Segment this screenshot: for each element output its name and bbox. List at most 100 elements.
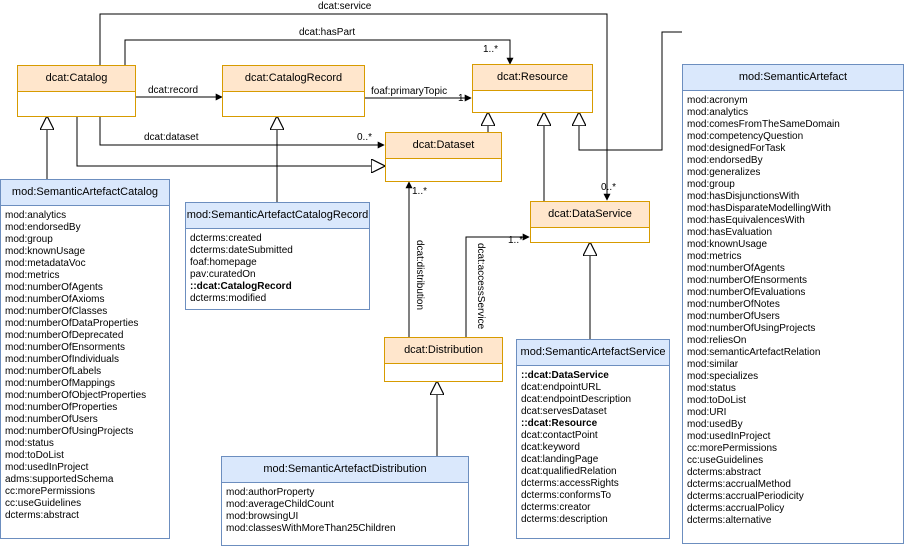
- service-multiplicity: 0..*: [601, 182, 616, 193]
- class-semantic-artefact-catalog-name: mod:SemanticArtefactCatalog: [1, 180, 169, 206]
- attribute-item: mod:status: [687, 383, 736, 394]
- class-semantic-artefact-service-name: mod:SemanticArtefactService: [517, 340, 669, 366]
- attribute-item: mod:metrics: [687, 251, 742, 262]
- attribute-item: dcterms:abstract: [5, 510, 79, 521]
- attribute-item: mod:numberOfAgents: [687, 263, 785, 274]
- attribute-item: mod:metadataVoc: [5, 258, 86, 269]
- service-connector: [99, 13, 611, 201]
- class-data-service-name: dcat:DataService: [531, 202, 649, 228]
- attribute-item: mod:numberOfIndividuals: [5, 354, 119, 365]
- attribute-item: mod:numberOfNotes: [687, 299, 780, 310]
- attribute-item: dcat:landingPage: [521, 454, 599, 465]
- distribution-multiplicity: 1..*: [412, 186, 427, 197]
- attribute-item: mod:numberOfLabels: [5, 366, 102, 377]
- attribute-item: dcterms:modified: [190, 293, 267, 304]
- attribute-item: mod:numberOfDeprecated: [5, 330, 124, 341]
- attribute-item: mod:numberOfDataProperties: [5, 318, 139, 329]
- access-service-label: dcat:accessService: [475, 243, 486, 330]
- attribute-item: foaf:homepage: [190, 257, 257, 268]
- attribute-item: mod:endorsedBy: [5, 222, 81, 233]
- attribute-item: dcterms:dateSubmitted: [190, 245, 293, 256]
- attribute-item: mod:comesFromTheSameDomain: [687, 119, 840, 130]
- attribute-item: dcat:qualifiedRelation: [521, 466, 617, 477]
- attribute-item: mod:metrics: [5, 270, 60, 281]
- class-catalog-name: dcat:Catalog: [18, 66, 135, 92]
- attribute-item: cc:morePermissions: [5, 486, 96, 497]
- class-semantic-artefact-service[interactable]: mod:SemanticArtefactService ::dcat:DataS…: [516, 339, 670, 539]
- attribute-item: mod:hasEquivalencesWith: [687, 215, 805, 226]
- class-data-service[interactable]: dcat:DataService: [530, 201, 650, 243]
- sa-resource-inheritance: [579, 31, 682, 151]
- attribute-item: mod:hasEvaluation: [687, 227, 773, 238]
- attribute-item: dcat:servesDataset: [521, 406, 607, 417]
- attribute-item: mod:averageChildCount: [226, 499, 334, 510]
- attribute-item: mod:analytics: [5, 210, 67, 221]
- attribute-item: mod:group: [5, 234, 53, 245]
- class-catalog-record[interactable]: dcat:CatalogRecord: [222, 65, 365, 117]
- attribute-item: mod:toDoList: [5, 450, 64, 461]
- attribute-item: mod:numberOfProperties: [5, 402, 118, 413]
- primary-topic-multiplicity: 1: [458, 93, 464, 104]
- attribute-item: dcterms:accrualPolicy: [687, 503, 785, 514]
- attribute-item: mod:classesWithMoreThan25Children: [226, 523, 396, 534]
- attribute-item: mod:numberOfUsingProjects: [687, 323, 816, 334]
- attribute-item: mod:knownUsage: [687, 239, 768, 250]
- attribute-item: dcterms:accessRights: [521, 478, 619, 489]
- has-part-connector: [124, 39, 514, 65]
- class-resource[interactable]: dcat:Resource: [472, 64, 593, 113]
- attribute-item: mod:numberOfEvaluations: [687, 287, 806, 298]
- attribute-item: mod:numberOfClasses: [5, 306, 108, 317]
- service-label: dcat:service: [318, 1, 372, 12]
- class-semantic-artefact-catalog-record[interactable]: mod:SemanticArtefactCatalogRecord dcterm…: [185, 202, 370, 310]
- attribute-item: ::dcat:Resource: [521, 418, 598, 429]
- attribute-item: dcat:contactPoint: [521, 430, 598, 441]
- attribute-item: mod:numberOfUsers: [687, 311, 780, 322]
- class-distribution-name: dcat:Distribution: [385, 338, 502, 364]
- primary-topic-label: foaf:primaryTopic: [371, 86, 447, 97]
- class-catalog[interactable]: dcat:Catalog: [17, 65, 136, 117]
- class-dataset[interactable]: dcat:Dataset: [385, 132, 502, 182]
- attribute-item: mod:numberOfObjectProperties: [5, 390, 147, 401]
- access-service-connector: [465, 233, 530, 337]
- attribute-item: dcterms:description: [521, 514, 608, 525]
- attribute-item: mod:URI: [687, 407, 727, 418]
- attribute-item: pav:curatedOn: [190, 269, 256, 280]
- attribute-item: mod:reliesOn: [687, 335, 747, 346]
- attribute-item: mod:competencyQuestion: [687, 131, 804, 142]
- attribute-item: cc:useGuidelines: [5, 498, 82, 509]
- class-semantic-artefact-name: mod:SemanticArtefact: [683, 65, 903, 91]
- attribute-item: mod:authorProperty: [226, 487, 315, 498]
- attribute-item: dcat:endpointDescription: [521, 394, 632, 405]
- attribute-item: dcterms:accrualMethod: [687, 479, 791, 490]
- attribute-item: mod:numberOfUsingProjects: [5, 426, 134, 437]
- class-semantic-artefact-catalog[interactable]: mod:SemanticArtefactCatalog mod:analytic…: [0, 179, 170, 539]
- attribute-item: mod:numberOfMappings: [5, 378, 116, 389]
- class-dataset-name: dcat:Dataset: [386, 133, 501, 159]
- attribute-item: mod:analytics: [687, 107, 749, 118]
- diagram-connectors: dcat:service dcat:hasPart dcat:record fo…: [0, 1, 682, 456]
- attribute-item: mod:endorsedBy: [687, 155, 763, 166]
- record-label: dcat:record: [148, 85, 198, 96]
- attribute-item: dcterms:accrualPeriodicity: [687, 491, 804, 502]
- attribute-item: mod:similar: [687, 359, 739, 370]
- attribute-item: mod:usedBy: [687, 419, 743, 430]
- attribute-item: mod:hasDisparateModellingWith: [687, 203, 831, 214]
- attribute-item: mod:semanticArtefactRelation: [687, 347, 821, 358]
- attribute-item: mod:specializes: [687, 371, 759, 382]
- attribute-item: mod:designedForTask: [687, 143, 786, 154]
- dataset-connector: [99, 116, 385, 149]
- attribute-item: mod:acronym: [687, 95, 748, 106]
- class-semantic-artefact-distribution-name: mod:SemanticArtefactDistribution: [222, 457, 468, 483]
- class-distribution[interactable]: dcat:Distribution: [384, 337, 503, 382]
- class-semantic-artefact-distribution[interactable]: mod:SemanticArtefactDistribution mod:aut…: [221, 456, 469, 546]
- attribute-item: mod:status: [5, 438, 54, 449]
- attribute-item: dcterms:abstract: [687, 467, 761, 478]
- dataset-label: dcat:dataset: [144, 132, 199, 143]
- has-part-multiplicity: 1..*: [483, 44, 498, 55]
- access-service-multiplicity: 1..*: [508, 235, 523, 246]
